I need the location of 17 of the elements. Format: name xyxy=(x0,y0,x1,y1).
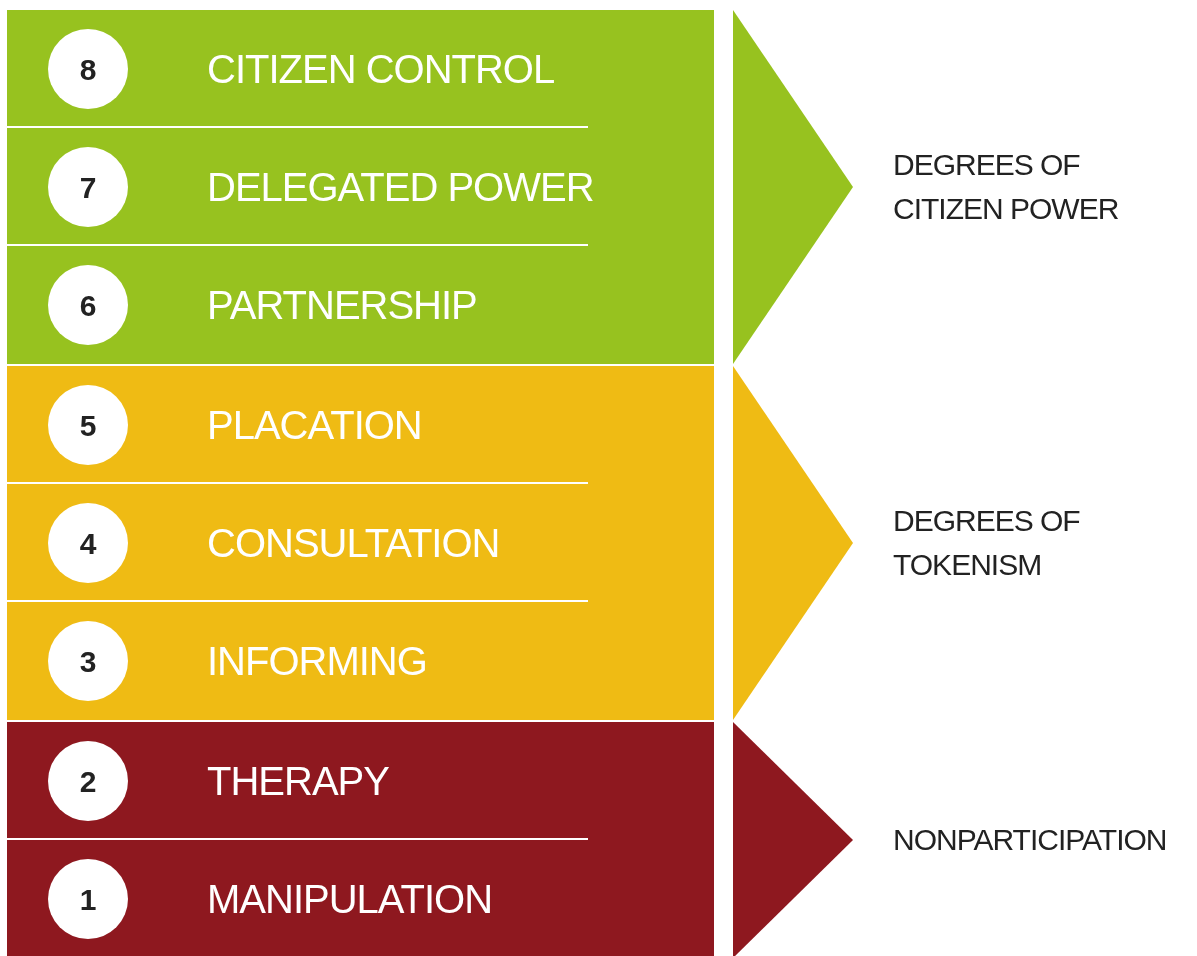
rung-label: PARTNERSHIP xyxy=(207,282,477,328)
chevron-triangle xyxy=(733,366,853,720)
level-band xyxy=(7,10,714,364)
chevron-triangle xyxy=(733,10,853,364)
level-band xyxy=(7,722,714,956)
rung-label: INFORMING xyxy=(207,638,427,684)
group-label: DEGREES OF CITIZEN POWER xyxy=(893,147,1120,227)
rung-label: DELEGATED POWER xyxy=(207,164,594,210)
level-band xyxy=(7,366,714,720)
rung-label: THERAPY xyxy=(207,758,389,804)
rung-label: CITIZEN CONTROL xyxy=(207,46,555,92)
chevron-triangle xyxy=(733,722,853,956)
rung-label: PLACATION xyxy=(207,402,422,448)
group-label: NONPARTICIPATION xyxy=(893,822,1168,858)
rung-label: CONSULTATION xyxy=(207,520,500,566)
group-label: DEGREES OF TOKENISM xyxy=(893,503,1081,583)
rung-label: MANIPULATION xyxy=(207,876,493,922)
